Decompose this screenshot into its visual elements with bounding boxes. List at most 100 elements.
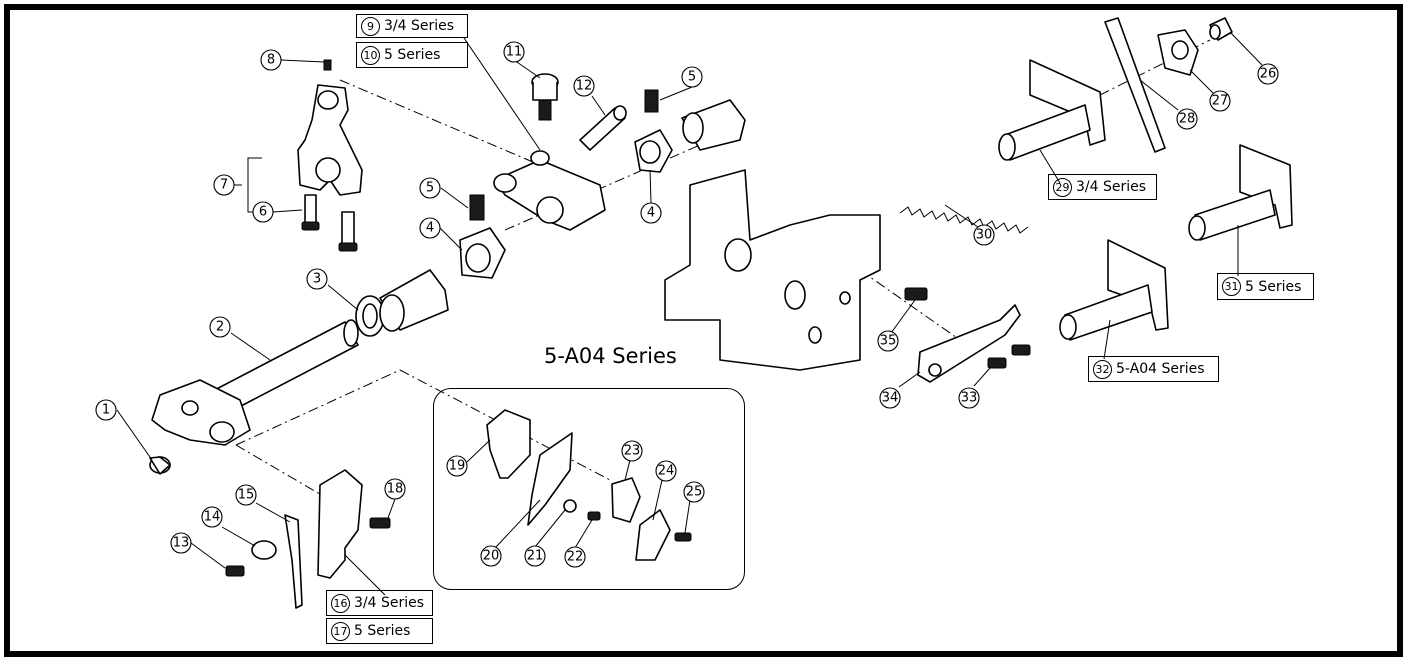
callout-number: 1 xyxy=(102,403,110,418)
callout-circle xyxy=(306,268,328,290)
callout-23: 23 xyxy=(621,440,643,462)
part-28-blade xyxy=(1104,17,1166,153)
callout-circle xyxy=(973,224,995,246)
callout-circle xyxy=(170,532,192,554)
callout-4: 4 xyxy=(419,217,441,239)
callout-circle xyxy=(419,177,441,199)
callout-number: 30 xyxy=(976,228,993,243)
callout-number: 18 xyxy=(387,482,404,497)
callout-24: 24 xyxy=(655,460,677,482)
callout-circle xyxy=(640,202,662,224)
part-1-hub xyxy=(149,379,251,475)
callout-number: 4 xyxy=(426,221,434,236)
callout-circle xyxy=(260,49,282,71)
series-label-9: 9 3/4 Series xyxy=(356,14,468,38)
callout-circle xyxy=(1176,108,1198,130)
callout-number: 12 xyxy=(576,79,593,94)
series-label-29: 29 3/4 Series xyxy=(1048,174,1157,200)
callout-8: 8 xyxy=(260,49,282,71)
part-13-18-knife xyxy=(225,469,391,609)
part-33-screws xyxy=(987,344,1031,369)
callout-26: 26 xyxy=(1257,63,1279,85)
callout-circle xyxy=(201,506,223,528)
callout-number: 28 xyxy=(1179,112,1196,127)
callout-18: 18 xyxy=(384,478,406,500)
part-12-pin xyxy=(579,105,627,151)
part-31-plunger xyxy=(1188,144,1293,241)
callout-3: 3 xyxy=(306,268,328,290)
callout-number: 15 xyxy=(238,488,255,503)
callout-circle xyxy=(235,484,257,506)
callout-circle xyxy=(419,217,441,239)
callout-12: 12 xyxy=(573,75,595,97)
series-label-17: 17 5 Series xyxy=(326,618,433,644)
callout-1: 1 xyxy=(95,399,117,421)
callout-22: 22 xyxy=(564,546,586,568)
callout-circle xyxy=(1209,90,1231,112)
callout-13: 13 xyxy=(170,532,192,554)
callout-circle xyxy=(384,478,406,500)
callout-circle xyxy=(252,201,274,223)
callout-number: 4 xyxy=(647,206,655,221)
kit-parts-19-25 xyxy=(486,409,692,561)
callout-5: 5 xyxy=(419,177,441,199)
part-2-shaft xyxy=(204,319,359,419)
callout-19: 19 xyxy=(446,455,468,477)
callout-5: 5 xyxy=(681,66,703,88)
callout-7: 7 xyxy=(213,174,235,196)
diagram-frame xyxy=(4,4,1403,657)
part-4-collar-upper xyxy=(634,89,746,173)
part-29-plunger xyxy=(998,59,1106,161)
part-9-10-arm xyxy=(493,150,606,231)
callout-4: 4 xyxy=(640,202,662,224)
callout-number: 26 xyxy=(1260,67,1277,82)
callout-28: 28 xyxy=(1176,108,1198,130)
callout-circle xyxy=(655,460,677,482)
callout-34: 34 xyxy=(879,387,901,409)
callout-number: 8 xyxy=(267,53,275,68)
callout-number: 27 xyxy=(1212,94,1229,109)
part-26-fitting xyxy=(1209,17,1233,41)
part-32-plunger xyxy=(1059,239,1169,341)
series-label-16: 16 3/4 Series xyxy=(326,590,433,616)
callout-number: 19 xyxy=(449,459,466,474)
callout-circle xyxy=(503,41,525,63)
callout-number: 35 xyxy=(880,334,897,349)
callout-circle xyxy=(1257,63,1279,85)
part-27-plate xyxy=(1157,29,1199,76)
part-30-spring xyxy=(899,206,1029,234)
callout-circle xyxy=(446,455,468,477)
callout-number: 23 xyxy=(624,444,641,459)
callout-number: 34 xyxy=(882,391,899,406)
callout-number: 24 xyxy=(658,464,675,479)
callout-35: 35 xyxy=(877,330,899,352)
leader-lines xyxy=(116,31,1263,596)
callout-number: 11 xyxy=(506,45,523,60)
callout-20: 20 xyxy=(480,545,502,567)
callout-number: 3 xyxy=(313,272,321,287)
callout-27: 27 xyxy=(1209,90,1231,112)
callout-circle xyxy=(621,440,643,462)
callout-number: 6 xyxy=(259,205,267,220)
callout-number: 33 xyxy=(961,391,978,406)
part-34-plate xyxy=(917,304,1021,383)
callout-number: 13 xyxy=(173,536,190,551)
part-7-bracket xyxy=(297,59,363,252)
series-label-32: 32 5-A04 Series xyxy=(1088,356,1219,382)
callout-circle xyxy=(681,66,703,88)
callout-circle xyxy=(213,174,235,196)
part-11-screw xyxy=(531,73,559,121)
callout-circle xyxy=(879,387,901,409)
callout-number: 25 xyxy=(686,485,703,500)
callout-14: 14 xyxy=(201,506,223,528)
callout-25: 25 xyxy=(683,481,705,503)
callout-11: 11 xyxy=(503,41,525,63)
callout-circle xyxy=(209,316,231,338)
center-title: 5-A04 Series xyxy=(544,344,677,368)
callout-circle xyxy=(877,330,899,352)
callout-circle xyxy=(958,387,980,409)
callout-6: 6 xyxy=(252,201,274,223)
callout-15: 15 xyxy=(235,484,257,506)
